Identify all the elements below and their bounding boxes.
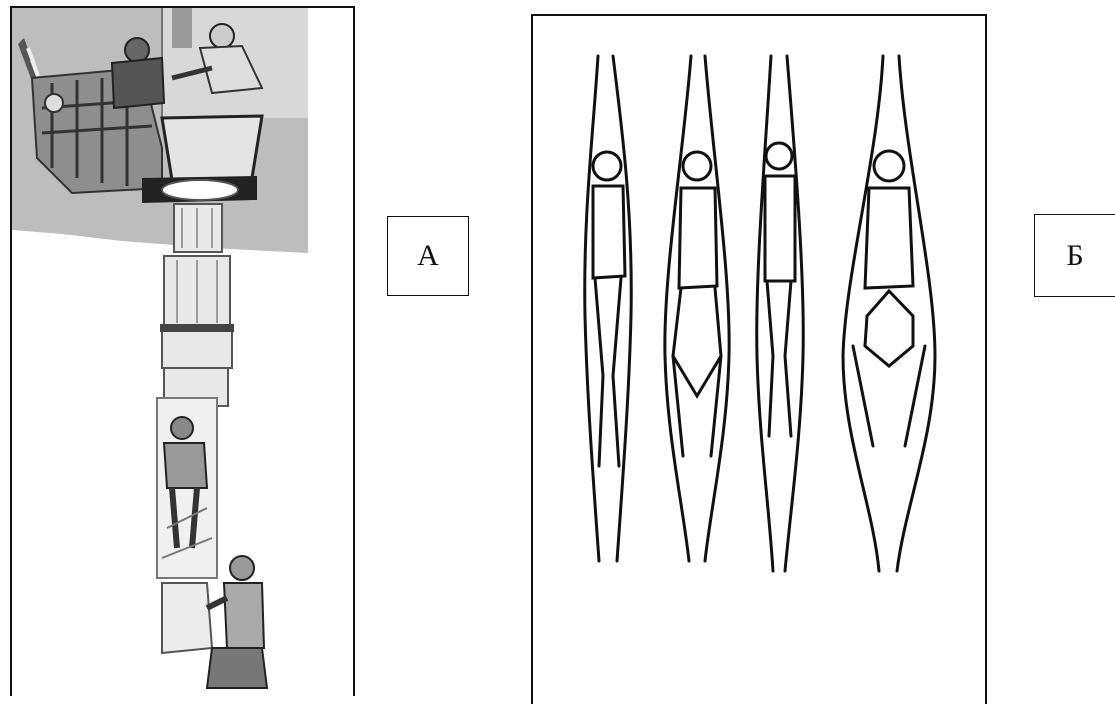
body-positions-illustration bbox=[533, 16, 985, 704]
sleeve-figure-1 bbox=[585, 56, 632, 561]
sleeve-figure-4 bbox=[843, 56, 935, 571]
rescue-sleeve-illustration bbox=[12, 8, 353, 696]
sleeve-hopper bbox=[162, 116, 262, 180]
illustration-frame-a bbox=[10, 6, 355, 696]
panel-label-a: А bbox=[387, 216, 469, 296]
illustration-frame-b bbox=[531, 14, 987, 704]
sleeve-figure-3 bbox=[757, 56, 804, 571]
panel-label-b: Б bbox=[1034, 214, 1115, 297]
sleeve-figure-2 bbox=[665, 56, 729, 561]
